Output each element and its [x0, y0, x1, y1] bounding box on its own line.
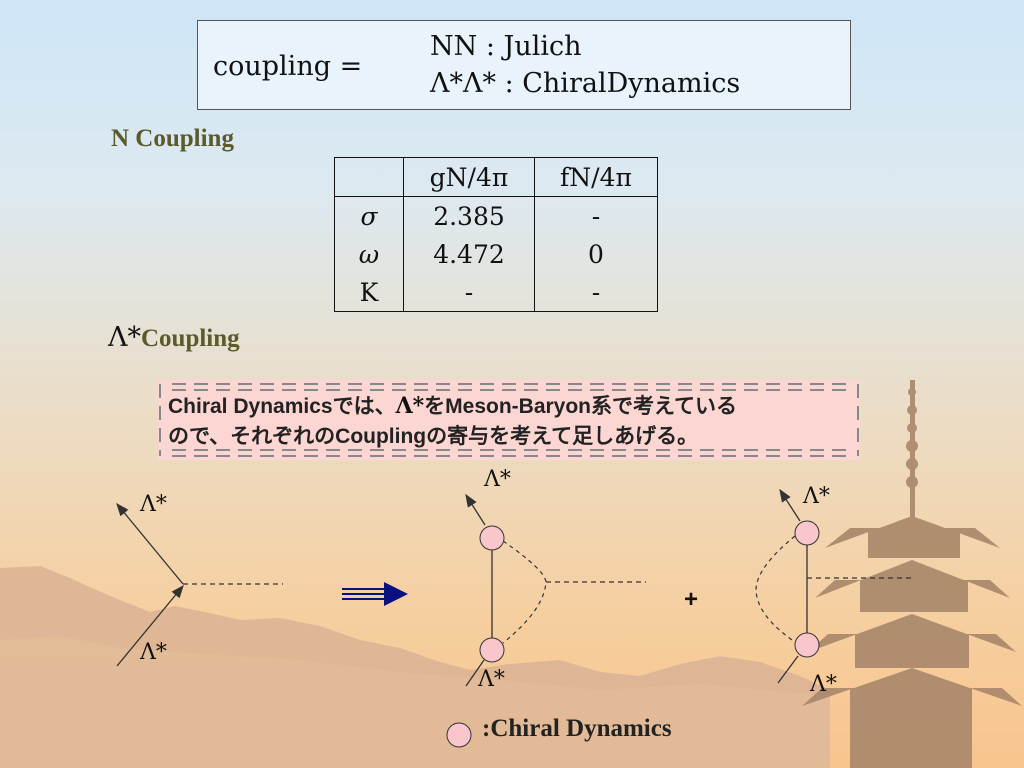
diagram-vertex: [116, 502, 283, 667]
table-row: ω 4.472 0: [334, 235, 658, 273]
chiral-vertex-circle: [479, 525, 505, 551]
label-lambda-out-2: Λ*: [484, 467, 511, 492]
label-lambda-in-2: Λ*: [478, 667, 505, 692]
formula-line-1: NN : Julich: [430, 31, 582, 62]
note-line-1: Chiral Dynamicsでは、Λ*をMeson-Baryon系で考えている: [168, 391, 737, 422]
table-header-empty: [334, 157, 404, 197]
note-lambda-symbol: Λ*: [395, 393, 425, 419]
cell-g-omega: 4.472: [403, 235, 535, 273]
cell-f-omega: 0: [534, 235, 658, 273]
row-label-sigma: σ: [334, 196, 404, 235]
formula-line-2: Λ*Λ* : ChiralDynamics: [430, 68, 741, 99]
table-header-f: fN/4π: [534, 157, 658, 197]
outgoing-line: [116, 502, 184, 585]
label-lambda-in-1: Λ*: [140, 640, 167, 665]
label-lambda-out-1: Λ*: [140, 492, 167, 517]
table-row: σ 2.385 -: [334, 196, 658, 235]
lambda-coupling-heading: Λ*Coupling: [108, 322, 240, 353]
implies-arrow: [342, 582, 408, 606]
table-row: K - -: [334, 273, 658, 312]
n-coupling-table: gN/4π fN/4π σ 2.385 - ω 4.472 0 K - -: [334, 157, 658, 312]
legend-text: :Chiral Dynamics: [482, 715, 672, 742]
chiral-vertex-circle: [794, 632, 820, 658]
chiral-vertex-circle: [794, 520, 820, 546]
formula-lhs: coupling =: [213, 51, 363, 82]
cell-f-k: -: [534, 273, 658, 312]
diagram-loop-1: [465, 493, 646, 687]
cell-g-sigma: 2.385: [403, 196, 535, 235]
lambda-symbol: Λ*: [108, 322, 141, 353]
incoming-line: [116, 584, 184, 667]
n-coupling-title: N Coupling: [111, 125, 234, 152]
lambda-coupling-title: Coupling: [141, 325, 240, 352]
coupling-formula-box: coupling = NN : Julich Λ*Λ* : ChiralDyna…: [197, 20, 851, 110]
note-line-2: ので、それぞれのCouplingの寄与を考えて足しあげる。: [168, 425, 699, 448]
note-box: Chiral Dynamicsでは、Λ*をMeson-Baryon系で考えている…: [158, 380, 860, 460]
label-lambda-in-3: Λ*: [810, 672, 837, 697]
row-label-omega: ω: [334, 235, 404, 273]
diagram-loop-2: [755, 488, 912, 684]
pagoda-silhouette: [802, 380, 1022, 768]
plus-sign: +: [684, 586, 699, 613]
table-header-row: gN/4π fN/4π: [334, 157, 658, 197]
cell-f-sigma: -: [534, 196, 658, 235]
row-label-k: K: [334, 273, 404, 312]
note-line-1-b: をMeson-Baryon系で考えている: [424, 395, 737, 418]
cell-g-k: -: [403, 273, 535, 312]
table-header-g: gN/4π: [403, 157, 535, 197]
legend-circle: [446, 722, 472, 748]
note-text: Chiral Dynamicsでは、Λ*をMeson-Baryon系で考えている…: [168, 391, 737, 452]
chiral-vertex-circle: [479, 637, 505, 663]
label-lambda-out-3: Λ*: [803, 484, 830, 509]
note-dashed-border: [159, 383, 859, 457]
note-line-1-a: Chiral Dynamicsでは、: [168, 395, 396, 418]
